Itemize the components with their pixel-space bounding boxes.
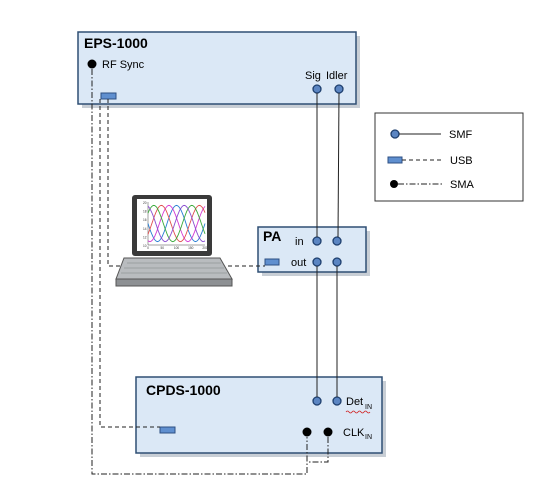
plot-x-tick: 0 — [147, 246, 149, 250]
legend-smf-label: SMF — [449, 129, 473, 141]
eps-idler-port — [334, 84, 344, 94]
legend-usb-symbol — [387, 156, 403, 164]
plot-series-line — [147, 204, 206, 243]
pa-out-sig-port — [312, 257, 322, 267]
pa-title: PA — [263, 228, 281, 244]
cpds-clk-port-1 — [302, 427, 312, 437]
eps-usb-port — [100, 92, 117, 100]
sma-clk-loop — [307, 437, 329, 463]
legend-usb-label: USB — [450, 155, 473, 167]
plot-y-tick: 12 — [143, 235, 147, 239]
cpds-clk-subscript: IN — [365, 434, 372, 441]
plot-series-line — [147, 204, 206, 243]
eps-sig-port — [312, 84, 322, 94]
cpds-det-label: Det — [346, 396, 363, 408]
cpds-det-port — [332, 396, 342, 406]
plot-x-tick: 150 — [188, 246, 194, 250]
plot-series-line — [147, 204, 206, 243]
plot-y-tick: 20 — [143, 201, 147, 205]
eps-rf-sync-label: RF Sync — [102, 59, 145, 71]
connections — [91, 69, 340, 475]
plot-x-tick: 50 — [160, 246, 164, 250]
plot-x-tick: 200 — [202, 246, 208, 250]
cpds-1000-unit: CPDS-1000 Det IN CLK IN — [135, 376, 386, 457]
spellcheck-underline — [345, 410, 371, 414]
eps-1000-unit: EPS-1000 RF Sync Sig Idler — [77, 31, 360, 108]
usb-eps-to-cpds — [99, 99, 160, 428]
legend-sma-symbol — [390, 180, 398, 188]
pa-in-idler-port — [332, 236, 342, 246]
cpds-sig-port — [312, 396, 322, 406]
legend-smf-symbol — [390, 129, 400, 139]
fiber-idler-to-pa — [337, 92, 340, 238]
cpds-clk-port-2 — [323, 427, 333, 437]
laptop-base-edge — [115, 278, 233, 287]
sma-rf-sync-to-cpds — [91, 69, 308, 475]
laptop-keyboard-base — [115, 257, 233, 280]
pa-out-label: out — [291, 257, 306, 269]
plot-y-tick: 10 — [143, 244, 147, 248]
eps-sig-label: Sig — [305, 70, 321, 82]
cpds-usb-port — [159, 426, 176, 434]
plot-y-tick: 18 — [143, 210, 147, 214]
pa-unit: PA in out — [257, 226, 370, 276]
cpds-det-subscript: IN — [365, 404, 372, 411]
plot-y-tick: 16 — [143, 218, 147, 222]
pa-usb-port — [264, 258, 280, 266]
cpds-clk-label: CLK — [343, 427, 365, 439]
pa-in-sig-port — [312, 236, 322, 246]
legend: SMF USB SMA — [374, 112, 524, 202]
plot-x-tick: 100 — [174, 246, 180, 250]
pa-out-idler-port — [332, 257, 342, 267]
eps-idler-label: Idler — [326, 70, 348, 82]
plot-y-tick: 14 — [143, 227, 147, 231]
eps-title: EPS-1000 — [84, 35, 148, 51]
eps-rf-sync-port — [87, 59, 97, 69]
pa-in-label: in — [295, 236, 304, 248]
legend-sma-label: SMA — [450, 179, 475, 191]
laptop-keys — [121, 262, 227, 274]
cpds-title: CPDS-1000 — [146, 382, 221, 398]
